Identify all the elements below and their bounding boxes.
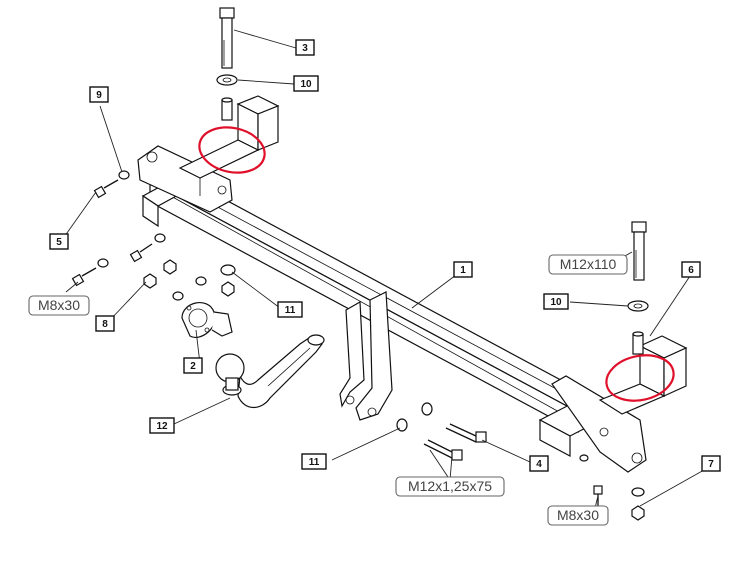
spec-m12x110-label: M12x110: [560, 256, 617, 272]
callout-6-label: 6: [688, 265, 694, 276]
callout-3-label: 3: [302, 43, 308, 54]
callout-11-upper: 11: [277, 301, 303, 318]
highlight-right-bracket: [605, 354, 675, 402]
callout-5: 5: [49, 233, 69, 250]
tow-ball-neck: [215, 334, 325, 409]
callout-8-label: 8: [102, 319, 108, 330]
callout-9-label: 9: [96, 90, 102, 101]
bolts-m12-center: [396, 402, 487, 461]
callout-10-left-label: 10: [300, 79, 312, 90]
callout-9: 9: [89, 86, 109, 103]
callout-4: 4: [529, 455, 549, 472]
spec-m8x30-right: M8x30: [547, 505, 609, 526]
bolt-m12x110-right: [631, 221, 647, 281]
left-side-bracket: [137, 95, 280, 213]
spec-m12x110: M12x110: [548, 254, 628, 275]
callout-6: 6: [681, 261, 701, 278]
callout-10-left: 10: [293, 75, 319, 92]
leader-lines: [61, 29, 705, 509]
callout-2: 2: [183, 357, 203, 374]
bolt-m12x110-left: [219, 7, 235, 69]
callout-10-right-label: 10: [550, 297, 562, 308]
callout-3: 3: [295, 39, 315, 56]
callout-2-label: 2: [190, 361, 196, 372]
callout-7-label: 7: [708, 459, 714, 470]
callout-10-right: 10: [543, 293, 569, 310]
spacer-sleeve-left: [221, 97, 233, 121]
bolts-m8-left: [71, 170, 166, 287]
callout-1-label: 1: [460, 265, 466, 276]
nuts-washers-center-left: [143, 259, 236, 301]
washer-10-right: [627, 300, 649, 312]
callout-11-upper-label: 11: [285, 305, 296, 316]
highlight-left-bracket: [198, 126, 266, 174]
center-mount-plates: [339, 291, 393, 421]
callout-7: 7: [701, 455, 721, 472]
callout-4-label: 4: [536, 459, 542, 470]
callout-5-label: 5: [56, 237, 62, 248]
socket-plate: [181, 302, 233, 338]
callout-12: 12: [149, 417, 175, 434]
callout-1: 1: [453, 261, 473, 278]
right-side-bracket: [551, 335, 688, 473]
spec-m12x1-25x75: M12x1,25x75: [395, 476, 505, 497]
spec-m8x30-left-label: M8x30: [38, 297, 80, 313]
callout-8: 8: [95, 315, 115, 332]
spec-m8x30-right-label: M8x30: [557, 507, 599, 523]
callout-12-label: 12: [156, 421, 168, 432]
callout-11-lower-label: 11: [309, 457, 320, 468]
spec-m8x30-left: M8x30: [28, 295, 90, 316]
spec-m12x1-25x75-label: M12x1,25x75: [408, 478, 492, 494]
washer-10-left: [216, 74, 238, 86]
callout-11-lower: 11: [301, 453, 327, 470]
spacer-sleeve-right: [632, 331, 644, 355]
